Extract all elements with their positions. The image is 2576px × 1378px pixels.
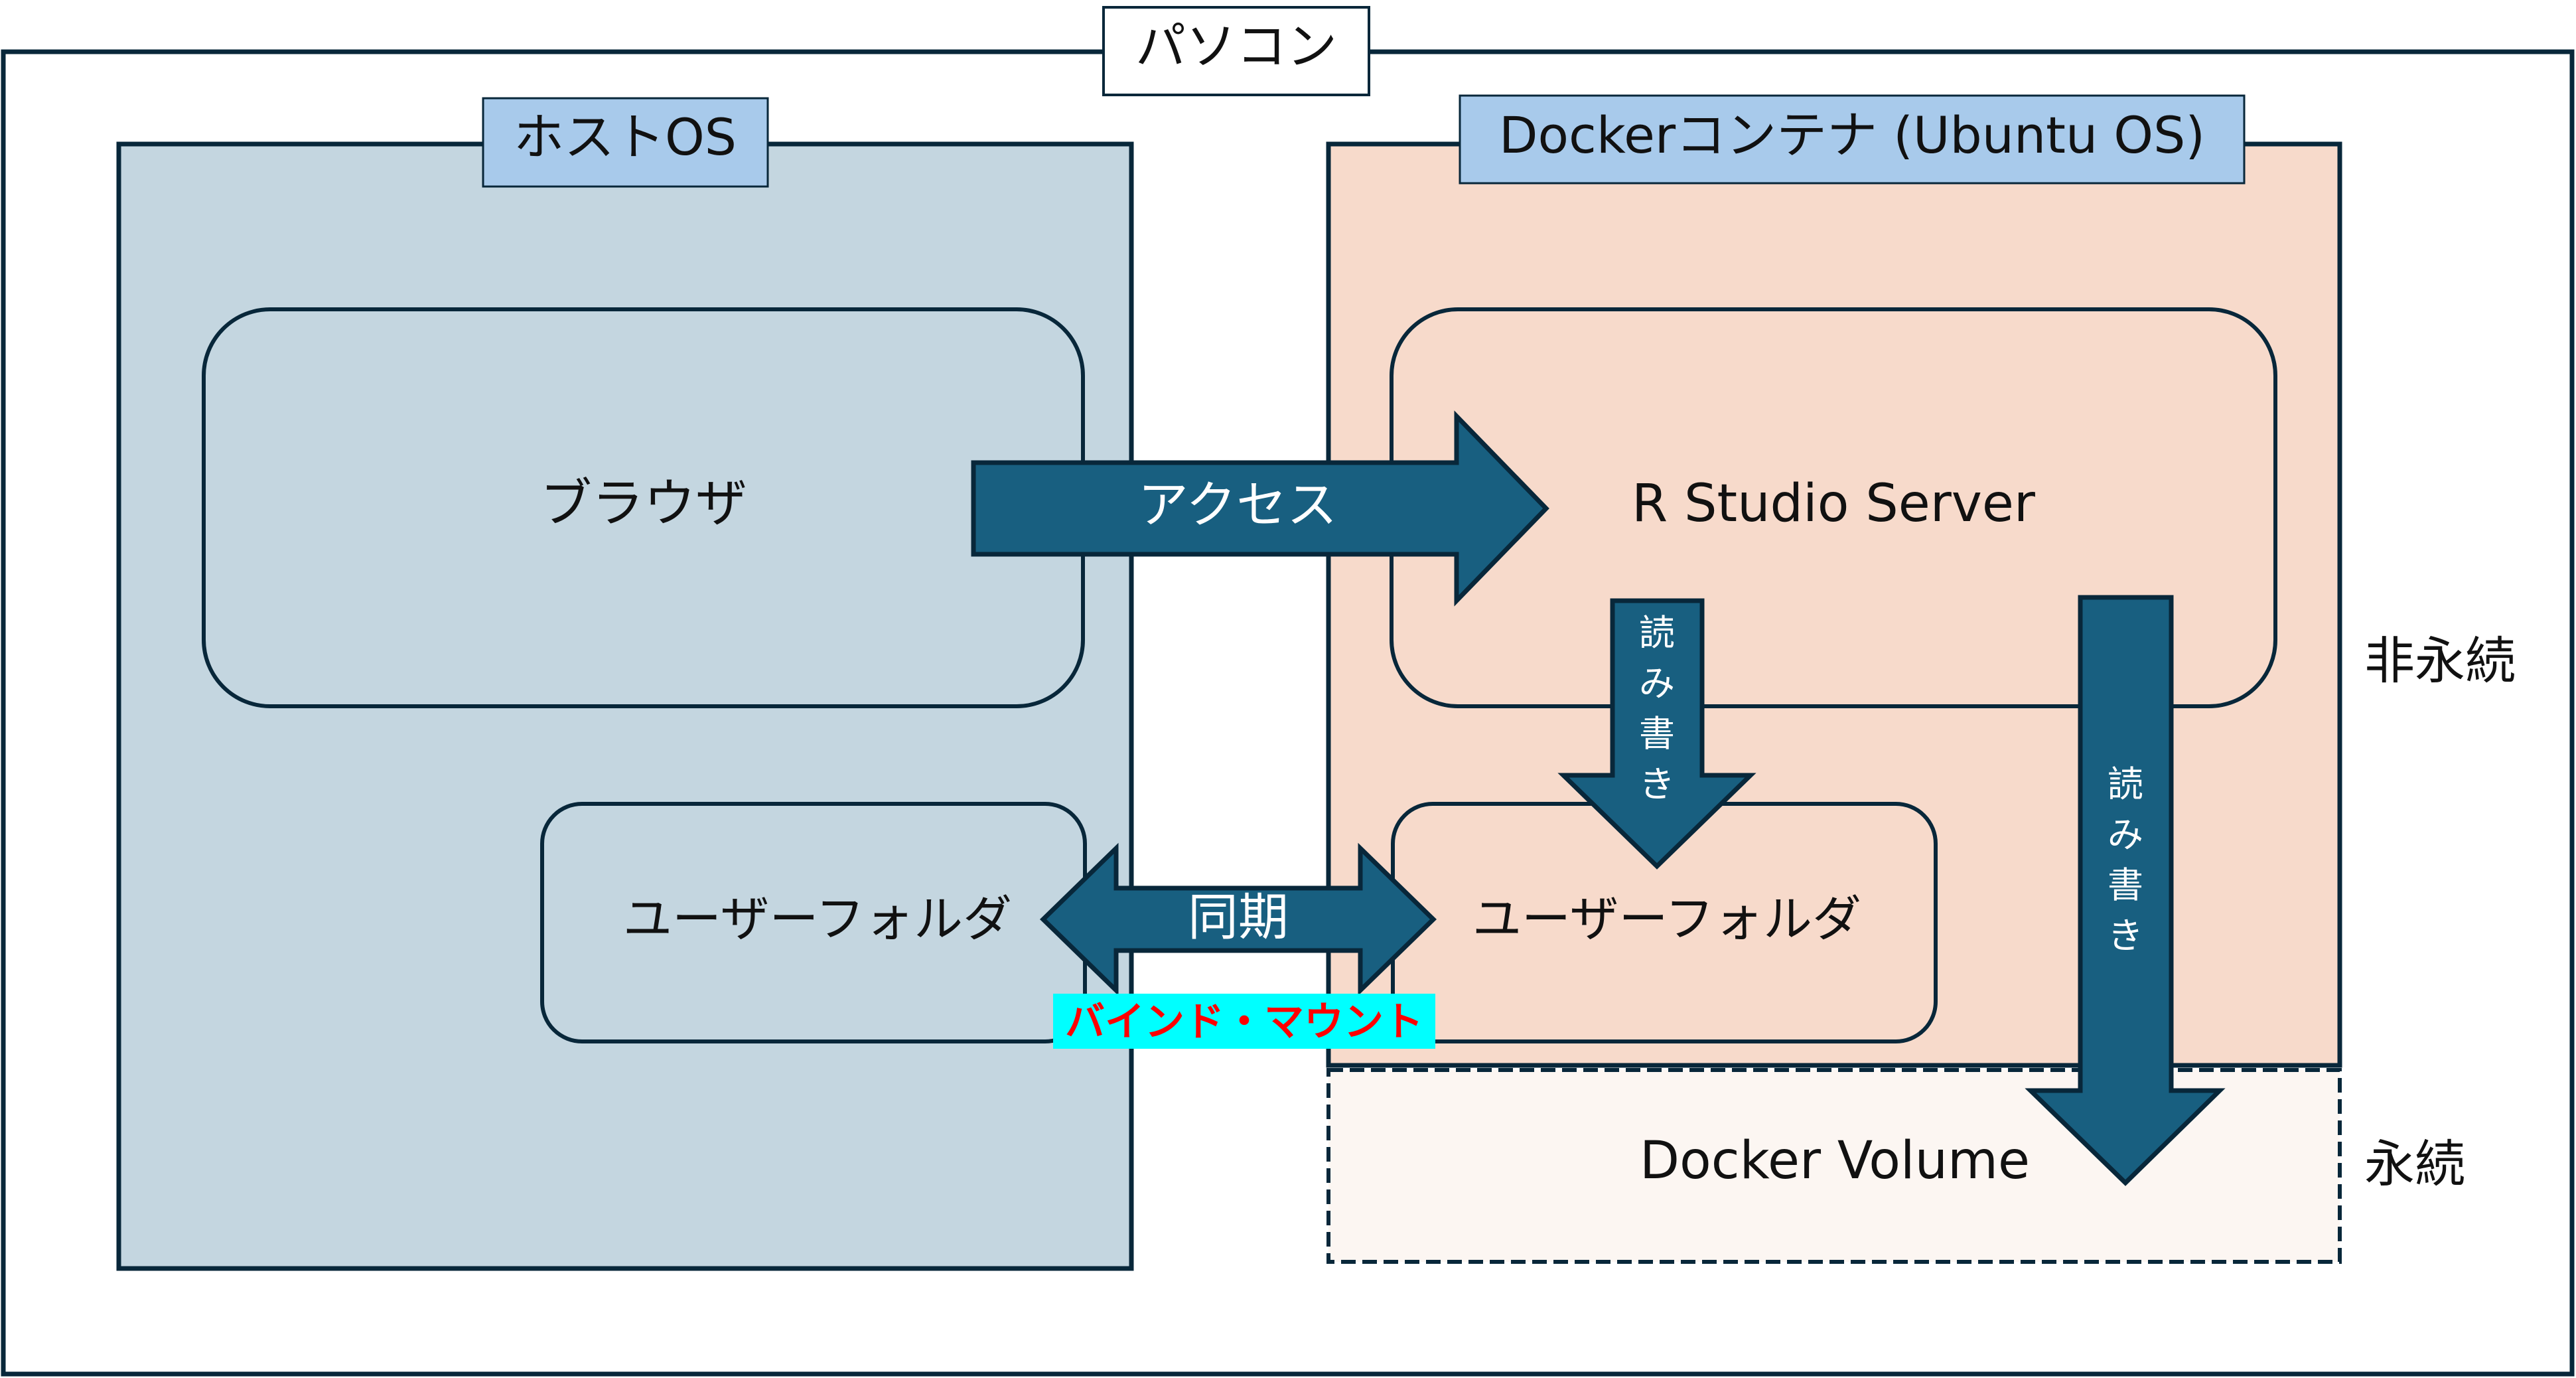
host-user-folder-label: ユーザーフォルダ: [623, 891, 1012, 948]
rw-small-char: み: [1639, 662, 1675, 704]
docker-volume-label: Docker Volume: [1640, 1131, 2030, 1191]
rw-large-char: 読: [2108, 763, 2143, 805]
access-arrow: アクセス: [971, 410, 1549, 607]
arrow-right-icon: [971, 410, 1549, 607]
arrow-down-icon: [2025, 595, 2226, 1186]
rw-small-char: き: [1639, 763, 1675, 805]
rw-large-char: み: [2108, 814, 2143, 856]
persistent-label: 永続: [2364, 1134, 2465, 1193]
rw-large-char: き: [2108, 915, 2143, 957]
container-label: Dockerコンテナ (Ubuntu OS): [1499, 106, 2205, 165]
sync-arrow-label: 同期: [1188, 887, 1289, 947]
sync-arrow: 同期: [1039, 842, 1437, 996]
pc-title: パソコン: [1135, 17, 1337, 76]
bind-mount-label: バインド・マウント: [1065, 999, 1423, 1045]
rw-small-char: 読: [1639, 612, 1675, 654]
rw-arrow-large: 読 み 書 き: [2025, 595, 2226, 1186]
bind-mount-badge: バインド・マウント: [1053, 994, 1435, 1049]
container-user-folder-label: ユーザーフォルダ: [1472, 891, 1861, 948]
rw-large-char: 書: [2108, 864, 2143, 906]
host-os-label: ホストOS: [514, 108, 737, 167]
arrow-down-icon: [1557, 598, 1756, 870]
rw-small-char: 書: [1639, 713, 1675, 755]
non-persistent-label: 非永続: [2364, 631, 2516, 690]
browser-label: ブラウザ: [540, 474, 747, 534]
rw-arrow-small: 読 み 書 き: [1557, 598, 1756, 870]
container-label-box: Dockerコンテナ (Ubuntu OS): [1459, 94, 2246, 185]
access-arrow-label: アクセス: [1138, 475, 1337, 534]
arrow-left-right-icon: [1039, 842, 1437, 996]
pc-title-box: パソコン: [1102, 6, 1370, 96]
host-os-label-box: ホストOS: [482, 97, 769, 188]
rstudio-server-label: R Studio Server: [1632, 474, 2036, 534]
